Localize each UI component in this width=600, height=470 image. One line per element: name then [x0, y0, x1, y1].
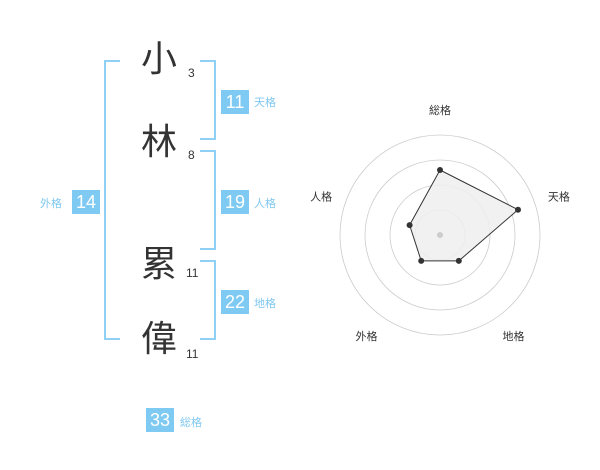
name-char-2: 林 — [140, 122, 177, 163]
chikaku-bracket — [200, 260, 216, 340]
stroke-count-1: 3 — [188, 66, 195, 80]
radar-axis-label: 総格 — [429, 103, 451, 117]
radar-axis-label: 外格 — [356, 329, 378, 343]
tenkaku-bracket — [200, 60, 216, 140]
radar-axis-label: 人格 — [310, 189, 332, 203]
stroke-count-2: 8 — [188, 148, 195, 162]
name-char-1: 小 — [140, 39, 177, 80]
stroke-count-3: 11 — [186, 266, 199, 280]
tenkaku-badge: 11 — [221, 90, 249, 114]
gaikaku-label: 外格 — [40, 197, 62, 210]
radar-point-天格 — [515, 206, 521, 213]
chikaku-label: 地格 — [254, 297, 276, 310]
jinkaku-bracket — [200, 150, 216, 250]
radar-point-総格 — [437, 167, 443, 173]
radar-ring-3 — [364, 159, 516, 311]
radar-polygon — [409, 169, 519, 262]
name-char-4: 偉 — [140, 319, 177, 360]
gaikaku-bracket — [104, 60, 120, 340]
name-char-3: 累 — [140, 244, 177, 285]
radar-points — [406, 167, 521, 264]
radar-center-dot — [437, 232, 443, 238]
radar-point-地格 — [455, 257, 462, 264]
radar-point-外格 — [418, 257, 425, 264]
radar-axis-label: 天格 — [548, 189, 570, 203]
soukaku-label: 総格 — [180, 416, 202, 429]
tenkaku-label: 天格 — [254, 96, 276, 109]
stroke-count-4: 11 — [186, 347, 199, 361]
gaikaku-badge: 14 — [72, 190, 100, 214]
radar-axis-label: 地格 — [503, 329, 525, 343]
radar-shape — [409, 169, 519, 262]
radar-ring-4 — [339, 134, 541, 336]
jinkaku-badge: 19 — [221, 190, 249, 214]
radar-point-人格 — [406, 222, 413, 229]
jinkaku-label: 人格 — [254, 197, 276, 210]
soukaku-badge: 33 — [146, 408, 174, 432]
chikaku-badge: 22 — [221, 290, 249, 314]
